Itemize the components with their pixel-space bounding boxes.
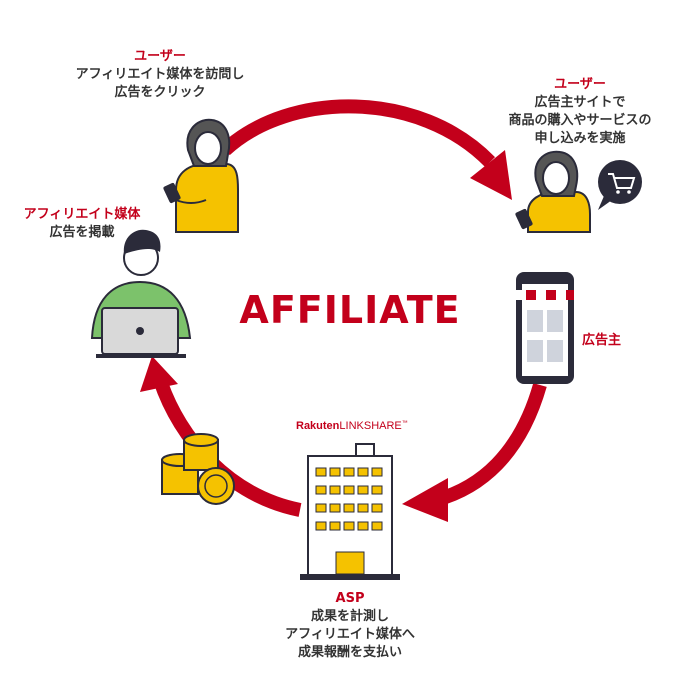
asp-line3: 成果報酬を支払い: [297, 645, 402, 660]
user-visit-line2: 広告をクリック: [114, 85, 206, 100]
brand-name-bold: Rakuten: [296, 420, 340, 432]
asp-label: ASP 成果を計測し アフィリエイト媒体へ 成果報酬を支払い: [230, 590, 470, 662]
person-laptop-icon: [90, 229, 192, 358]
person-phone-icon: [163, 118, 239, 233]
user-purchase-role: ユーザー: [554, 77, 606, 92]
media-role: アフィリエイト媒体: [23, 207, 141, 222]
smartphone-store-icon: [516, 272, 574, 384]
media-label: アフィリエイト媒体 広告を掲載: [2, 206, 162, 242]
person-phone-icon: [515, 150, 591, 233]
advertiser-role: 広告主: [582, 333, 622, 348]
advertiser-label: 広告主: [582, 332, 642, 350]
cycle-arrow-icon: [220, 99, 512, 200]
asp-line2: アフィリエイト媒体へ: [285, 627, 415, 642]
asp-brand-logo: RakutenLINKSHARE™: [296, 420, 408, 432]
user-purchase-label: ユーザー 広告主サイトで 商品の購入やサービスの 申し込みを実施: [480, 76, 680, 148]
diagram-title: AFFILIATE: [239, 288, 461, 332]
user-visit-label: ユーザー アフィリエイト媒体を訪問し 広告をクリック: [40, 48, 280, 102]
asp-role: ASP: [335, 591, 365, 606]
coins-icon: [161, 433, 235, 505]
user-purchase-line2: 商品の購入やサービスの: [508, 113, 652, 128]
user-purchase-line3: 申し込みを実施: [534, 131, 626, 146]
brand-name-light: LINKSHARE: [339, 420, 402, 432]
asp-line1: 成果を計測し: [310, 609, 389, 624]
brand-tm: ™: [401, 420, 408, 427]
user-visit-line1: アフィリエイト媒体を訪問し: [75, 67, 245, 82]
cycle-arrow-icon: [402, 383, 547, 522]
cart-bubble-icon: [598, 160, 642, 210]
building-icon: [300, 443, 400, 580]
media-line1: 広告を掲載: [49, 225, 115, 240]
user-visit-role: ユーザー: [134, 49, 186, 64]
user-purchase-line1: 広告主サイトで: [534, 95, 626, 110]
